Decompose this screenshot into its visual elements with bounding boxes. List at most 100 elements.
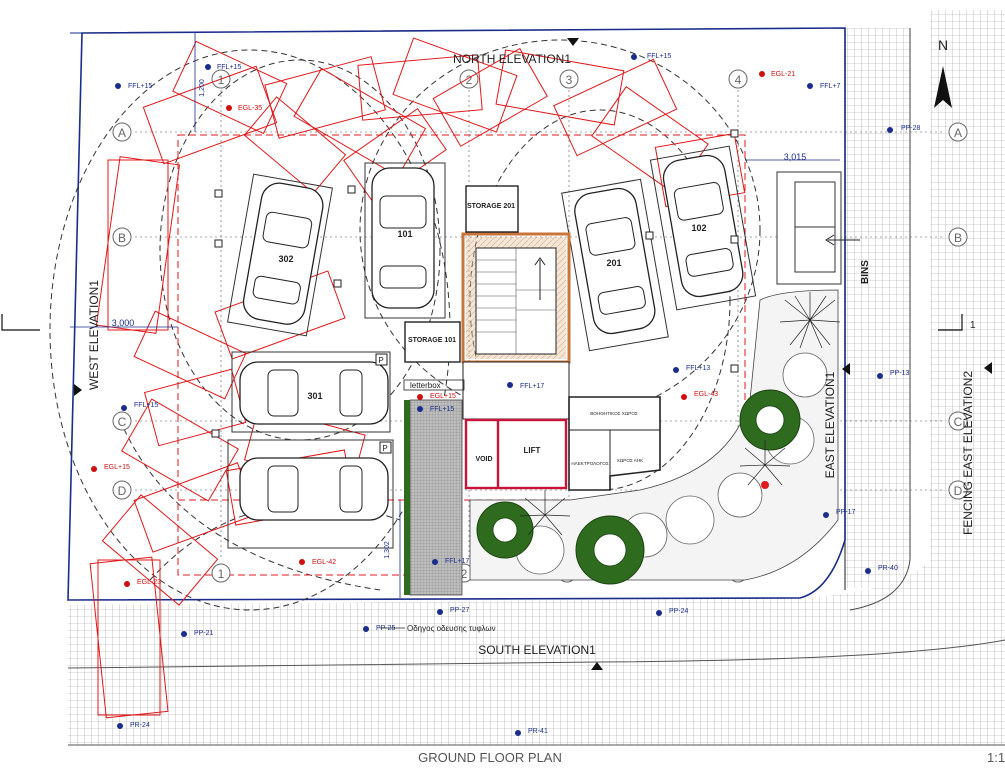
svg-text:D: D (954, 484, 963, 498)
svg-text:P: P (378, 356, 383, 365)
pavement-east (844, 28, 911, 611)
svg-text:EGL-35: EGL-35 (238, 105, 262, 112)
level-pp-right-a: PP-28 (887, 125, 921, 133)
storage-101-label: STORAGE 101 (408, 337, 456, 344)
grid-bubble-2-top: 2 (459, 69, 479, 89)
service-rooms: ΒΟΗΘΗΤΙΚΟΣ ΧΩΡΟΣ ΗΛΕΚΤΡΟΛΟΓΟΣ ΧΩΡΟΣ ΑΗΚ (568, 396, 661, 491)
grid-bubble-1-bottom: 1 (211, 563, 231, 583)
svg-text:Οδηγος οδευσης τυφλων: Οδηγος οδευσης τυφλων (407, 624, 496, 633)
north-arrow-icon: N (934, 37, 952, 108)
level-ffl-lobby: FFL+15 (417, 406, 454, 413)
site-boundary (67, 27, 846, 601)
lift-shaft: VOID LIFT (464, 418, 568, 490)
level-pp-bottom-2: PP-25 (363, 625, 396, 632)
svg-text:EGL-42: EGL-42 (312, 559, 336, 566)
storage-201-label: STORAGE 201 (467, 203, 515, 210)
bay-label-201: 201 (606, 258, 621, 268)
svg-text:FFL+15: FFL+15 (128, 83, 152, 90)
bay-label-301: 301 (307, 391, 322, 401)
dimension-bottom: 1,302 (384, 500, 401, 598)
grid-bubble-d-right: D (948, 480, 968, 500)
svg-text:PP-24: PP-24 (669, 608, 689, 615)
svg-text:4: 4 (735, 73, 742, 87)
storage-201: STORAGE 201 (465, 185, 519, 233)
svg-text:PP-27: PP-27 (450, 607, 470, 614)
svg-text:PP-13: PP-13 (890, 370, 910, 377)
landscaping (469, 289, 841, 585)
section-marker-left (1, 314, 40, 331)
letterbox: letterbox (403, 379, 465, 391)
level-pp-bottom-3: PP-27 (437, 607, 470, 615)
level-ffl-top-left: FFL+15 (115, 83, 152, 90)
grid-bubble-a-right: A (948, 122, 968, 142)
svg-text:3,000: 3,000 (112, 318, 135, 328)
tactile-path-note: Οδηγος οδευσης τυφλων (380, 624, 496, 633)
svg-text:1: 1 (218, 567, 225, 581)
bay-label-101: 101 (397, 229, 412, 239)
level-pp-right-d: PP-17 (823, 509, 856, 518)
grid-bubble-3-top: 3 (559, 69, 579, 89)
core-block (461, 232, 571, 364)
dimension-top-right: 3,015 (745, 152, 840, 162)
svg-text:PP-17: PP-17 (836, 509, 856, 516)
level-markers: FFL+15 FFL+15 EGL-35 FFL+15 EGL-21 FFL+7… (91, 53, 921, 736)
letterbox-label: letterbox (410, 381, 441, 390)
level-pp-bottom-1: PP-21 (181, 630, 214, 637)
bins-enclosure: BINS (776, 171, 871, 285)
grid-bubble-b-left: B (112, 227, 132, 247)
level-ffl-right-top: FFL+7 (807, 83, 841, 90)
svg-text:1,200: 1,200 (199, 79, 206, 97)
svg-text:C: C (954, 415, 963, 429)
grid-bubble-c-right: C (948, 411, 968, 431)
fencing-east-elevation-marker: FENCING EAST ELEVATION2 (961, 362, 992, 535)
svg-text:1: 1 (218, 73, 225, 87)
svg-text:FFL+17: FFL+17 (445, 558, 469, 565)
svg-text:EGL+15: EGL+15 (430, 393, 456, 400)
level-ffl-bottom: FFL+17 (432, 558, 469, 565)
parking-bay-301: 301 P (231, 351, 391, 433)
svg-text:A: A (954, 126, 962, 140)
level-egl-right-top: EGL-21 (759, 71, 795, 78)
void-label: VOID (475, 456, 492, 463)
parking-bay-accessible: P (227, 439, 394, 549)
parking-bay-101: 101 (364, 162, 446, 319)
dimension-top: 1,200 (194, 33, 206, 132)
parking-bay-302: 302 (227, 173, 333, 337)
west-elevation-label: WEST ELEVATION1 (87, 280, 101, 390)
level-pr-right: PR-40 (865, 565, 898, 574)
level-egl-lobby: EGL+15 (417, 393, 456, 400)
svg-text:3: 3 (566, 73, 573, 87)
grid-bubble-a-left: A (112, 122, 132, 142)
pavement-south (67, 10, 1005, 746)
palm-tree-icon (519, 292, 841, 536)
east-elevation-label: EAST ELEVATION1 (823, 371, 837, 478)
grid-bubble-b-right: B (948, 227, 968, 247)
level-egl-top-left: EGL-35 (226, 105, 262, 112)
bins-label: BINS (860, 260, 871, 284)
svg-text:EGL-43: EGL-43 (694, 391, 718, 398)
level-ffl-top-center: FFL+15 (205, 64, 241, 71)
north-elevation-label: NORTH ELEVATION1 (453, 52, 571, 66)
level-egl-mid-right: EGL-43 (681, 391, 718, 400)
svg-text:2: 2 (461, 567, 468, 581)
north-elevation-marker: NORTH ELEVATION1 (453, 38, 579, 66)
svg-text:PP-28: PP-28 (901, 125, 921, 132)
level-pp-bottom-4: PP-24 (656, 608, 689, 616)
level-ffl-left-mid: FFL+15 (121, 402, 158, 411)
level-egl-bottom-far-left: EGL-23 (124, 579, 161, 587)
grid-bubble-c-left: C (112, 411, 132, 431)
level-pp-right-c: PP-13 (877, 370, 910, 379)
drawing-title-label: GROUND FLOOR PLAN (418, 750, 562, 765)
south-elevation-label: SOUTH ELEVATION1 (478, 643, 596, 657)
lobby: FFL+17 (462, 361, 570, 420)
svg-text:A: A (118, 126, 126, 140)
svg-text:FFL+15: FFL+15 (647, 53, 671, 60)
svg-text:P: P (382, 444, 387, 453)
svg-text:D: D (118, 484, 127, 498)
grid-bubble-4-top: 4 (728, 69, 748, 89)
svg-text:1,302: 1,302 (384, 541, 391, 559)
drawing-title: GROUND FLOOR PLAN 1:1 (418, 750, 1005, 765)
east-elevation-marker: EAST ELEVATION1 (823, 363, 850, 478)
svg-text:1: 1 (970, 320, 976, 331)
